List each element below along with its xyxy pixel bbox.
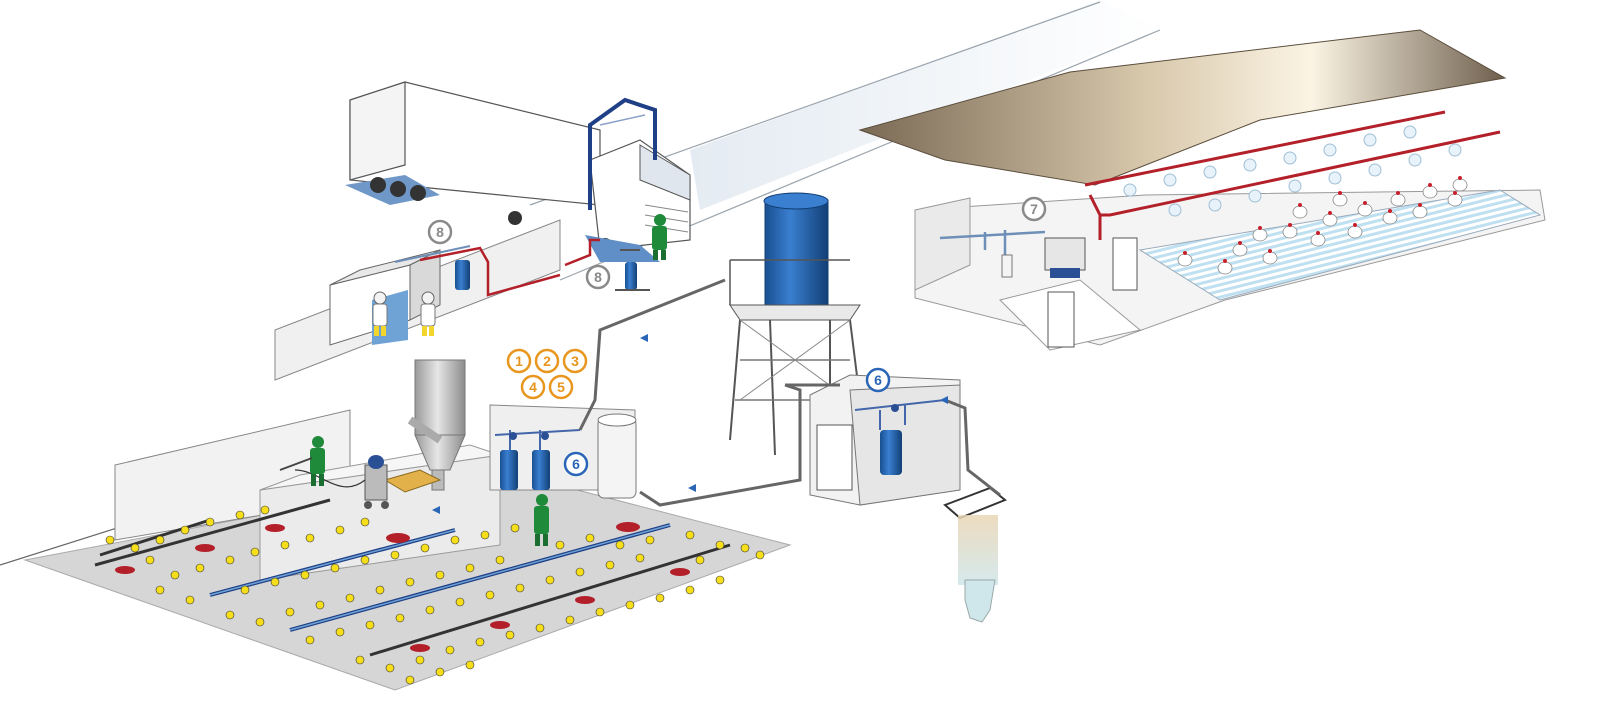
worker-sprayer bbox=[279, 436, 325, 486]
svg-text:6: 6 bbox=[572, 456, 580, 472]
svg-text:2: 2 bbox=[543, 353, 551, 369]
badge-6-pumphouse: 6 bbox=[865, 367, 891, 393]
hen-combs bbox=[1183, 176, 1462, 263]
badge-5: 5 bbox=[548, 374, 574, 400]
feed-silo bbox=[414, 359, 466, 436]
worker-truck bbox=[652, 214, 667, 260]
badge-2: 2 bbox=[534, 348, 560, 374]
svg-text:8: 8 bbox=[436, 224, 444, 240]
badge-7: 7 bbox=[1021, 196, 1047, 222]
pressure-washer-cart bbox=[364, 455, 389, 509]
badge-3: 3 bbox=[562, 348, 588, 374]
water-tank-white bbox=[597, 417, 637, 499]
worker-chick-floor bbox=[534, 494, 549, 546]
pump-house bbox=[809, 374, 961, 506]
water-tower bbox=[729, 192, 861, 456]
worker-washroom-2 bbox=[420, 291, 436, 336]
svg-text:5: 5 bbox=[557, 379, 565, 395]
badge-6-hatchery: 6 bbox=[563, 451, 589, 477]
svg-text:1: 1 bbox=[515, 353, 523, 369]
layer-house-roof bbox=[858, 29, 1507, 186]
svg-text:8: 8 bbox=[594, 269, 602, 285]
svg-text:7: 7 bbox=[1030, 201, 1038, 217]
chicks bbox=[105, 505, 765, 685]
svg-text:4: 4 bbox=[529, 379, 537, 395]
truck-wash-area bbox=[274, 81, 691, 381]
badge-8-washroom: 8 bbox=[427, 219, 453, 245]
drinker-lines bbox=[94, 498, 731, 657]
flow-arrows bbox=[432, 334, 948, 514]
truck-wash-arch bbox=[588, 97, 657, 210]
svg-text:3: 3 bbox=[571, 353, 579, 369]
chick-house bbox=[23, 359, 792, 691]
worker-washroom-1 bbox=[372, 291, 388, 336]
water-pipelines bbox=[578, 278, 1001, 507]
badge-8-truck: 8 bbox=[585, 264, 611, 290]
badge-1: 1 bbox=[506, 348, 532, 374]
svg-text:6: 6 bbox=[874, 372, 882, 388]
badge-4: 4 bbox=[520, 374, 546, 400]
well bbox=[943, 486, 1007, 623]
feeder-pans bbox=[115, 522, 690, 652]
